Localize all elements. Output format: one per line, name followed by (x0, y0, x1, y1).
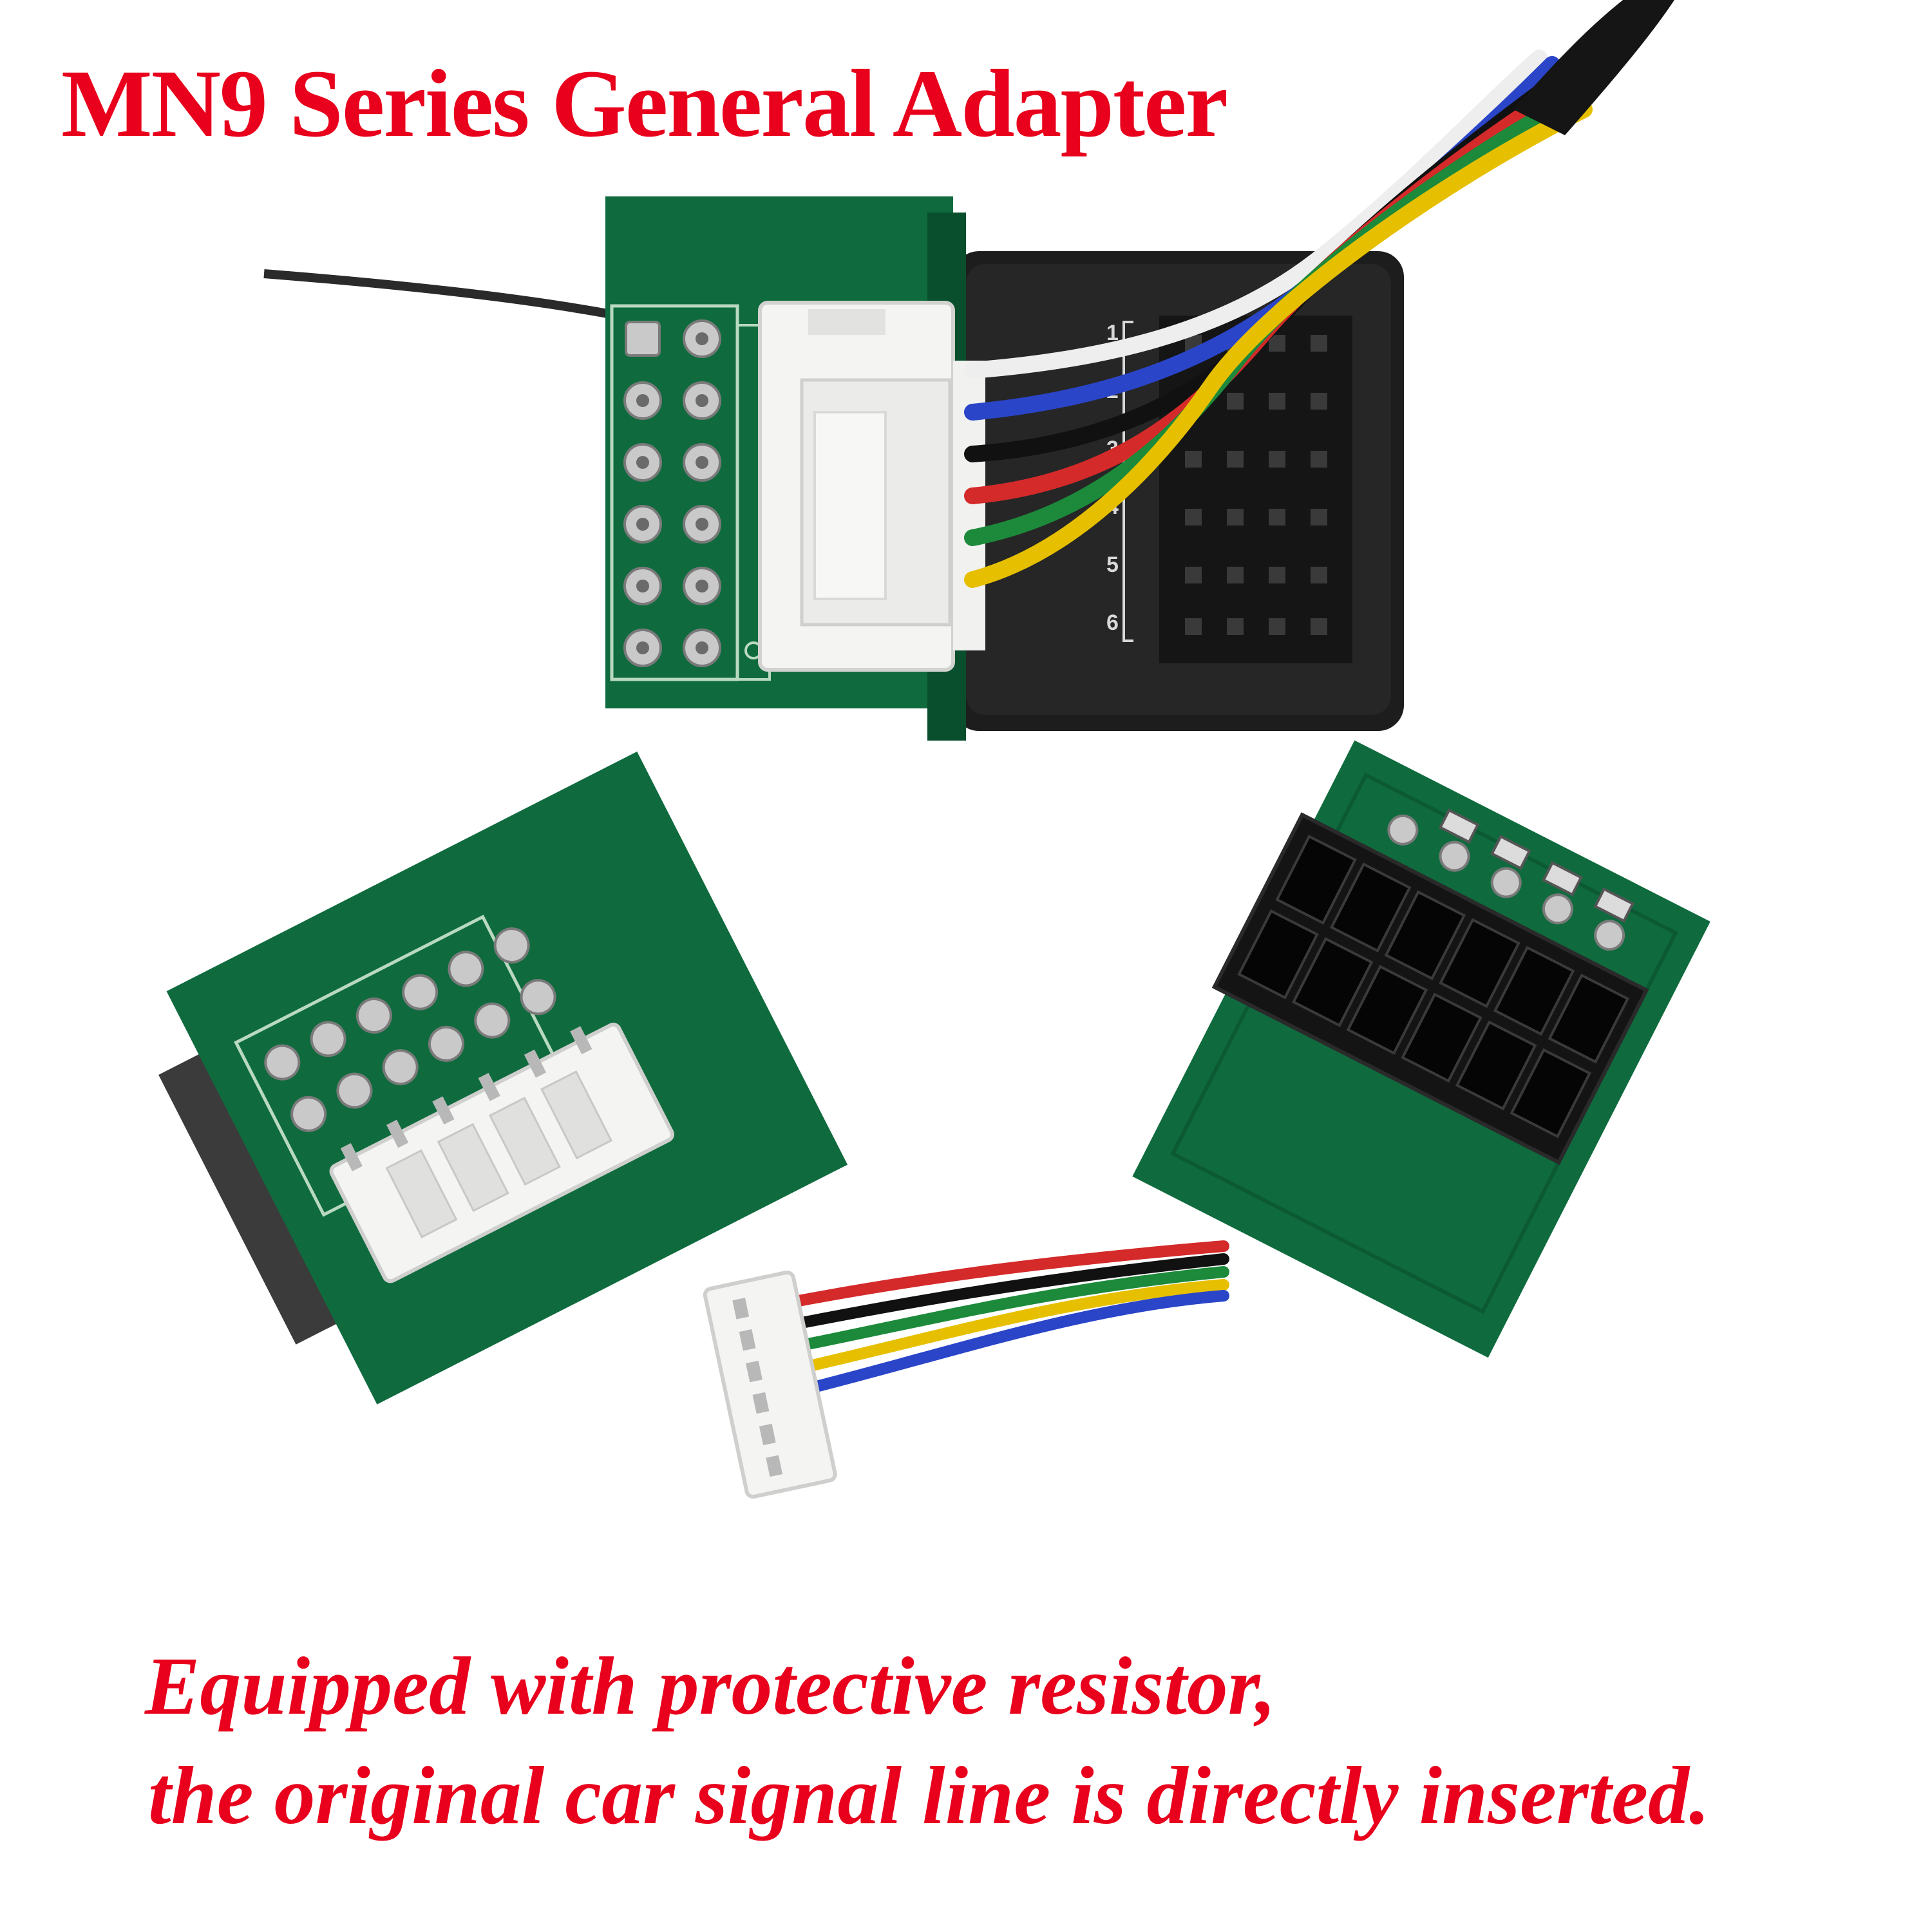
white-connector (758, 301, 985, 672)
caption-line-1: Equipped with protective resistor, (145, 1640, 1276, 1732)
small-connector (703, 1270, 837, 1499)
solder-pads (623, 319, 762, 667)
channel-label-5: 5 (1106, 553, 1119, 577)
antenna-wire (263, 269, 620, 320)
caption-line-2: the original car signal line is directly… (148, 1750, 1710, 1841)
cable-sheath (1513, 0, 1674, 135)
wire-bundle (964, 50, 1593, 588)
channel-label-6: 6 (1106, 611, 1119, 635)
channel-label-1: 1 (1106, 321, 1119, 345)
top-assembly: 1 2 3 4 5 6 (263, 0, 1674, 741)
loose-cable (703, 1240, 1229, 1499)
left-adapter (158, 751, 848, 1405)
right-adapter (1132, 740, 1710, 1358)
title: MN9 Series General Adapter (61, 50, 1228, 157)
